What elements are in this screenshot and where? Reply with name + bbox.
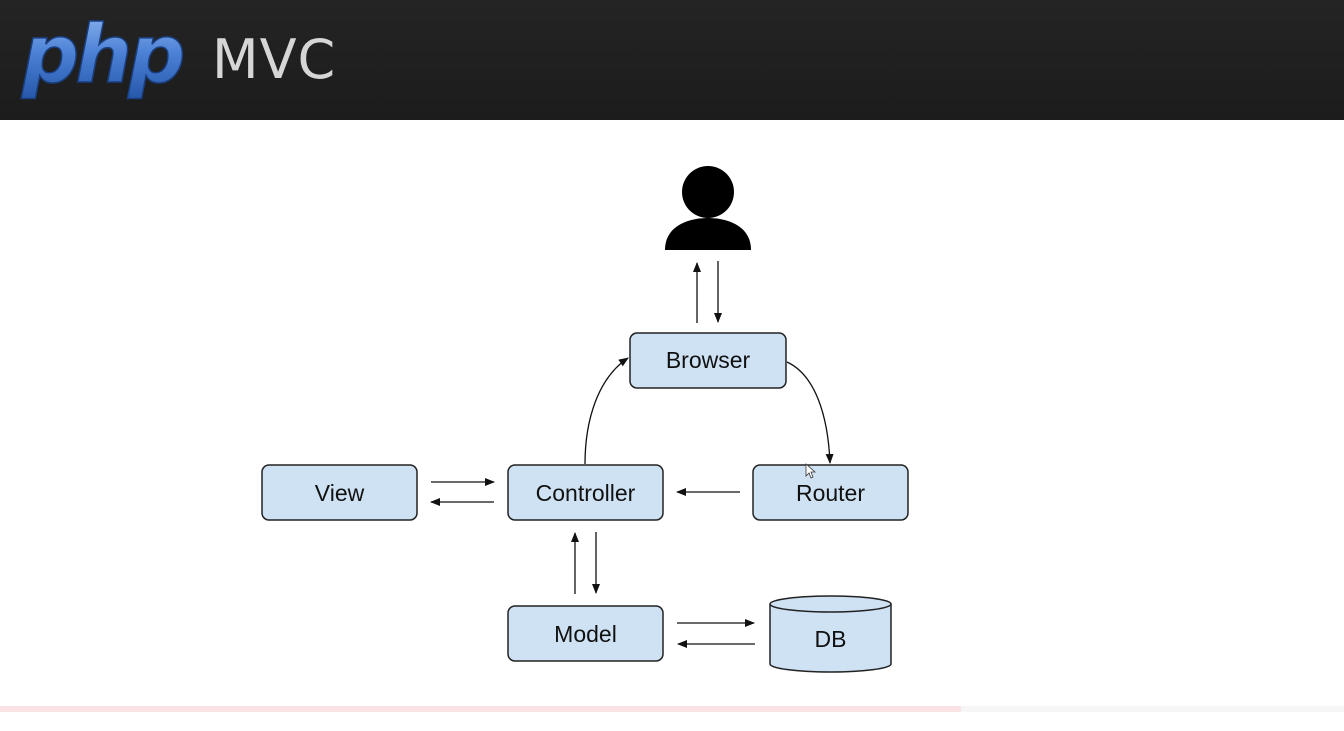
mvc-diagram: Browser View Controller Router	[261, 166, 909, 673]
model-node: Model	[507, 605, 664, 662]
video-progress-fill	[0, 706, 961, 712]
db-label: DB	[815, 626, 847, 652]
browser-label: Browser	[666, 347, 751, 373]
controller-node: Controller	[507, 464, 664, 521]
php-logo: php	[20, 12, 183, 102]
router-node: Router	[752, 464, 909, 521]
header-bar: php MVC	[0, 0, 1344, 120]
router-label: Router	[796, 480, 865, 506]
view-label: View	[315, 480, 365, 506]
arrow-browser-to-router	[786, 361, 834, 464]
diagram-stage: Browser View Controller Router	[0, 120, 1344, 731]
model-label: Model	[554, 621, 617, 647]
browser-node: Browser	[629, 332, 787, 389]
arrow-controller-to-browser	[584, 357, 629, 465]
cursor-icon	[805, 463, 817, 479]
svg-text:php: php	[21, 12, 183, 101]
db-node: DB	[769, 595, 892, 673]
page-title: MVC	[212, 28, 337, 91]
user-icon	[665, 166, 751, 250]
video-progress-bar[interactable]	[0, 706, 1344, 712]
controller-label: Controller	[536, 480, 636, 506]
view-node: View	[261, 464, 418, 521]
